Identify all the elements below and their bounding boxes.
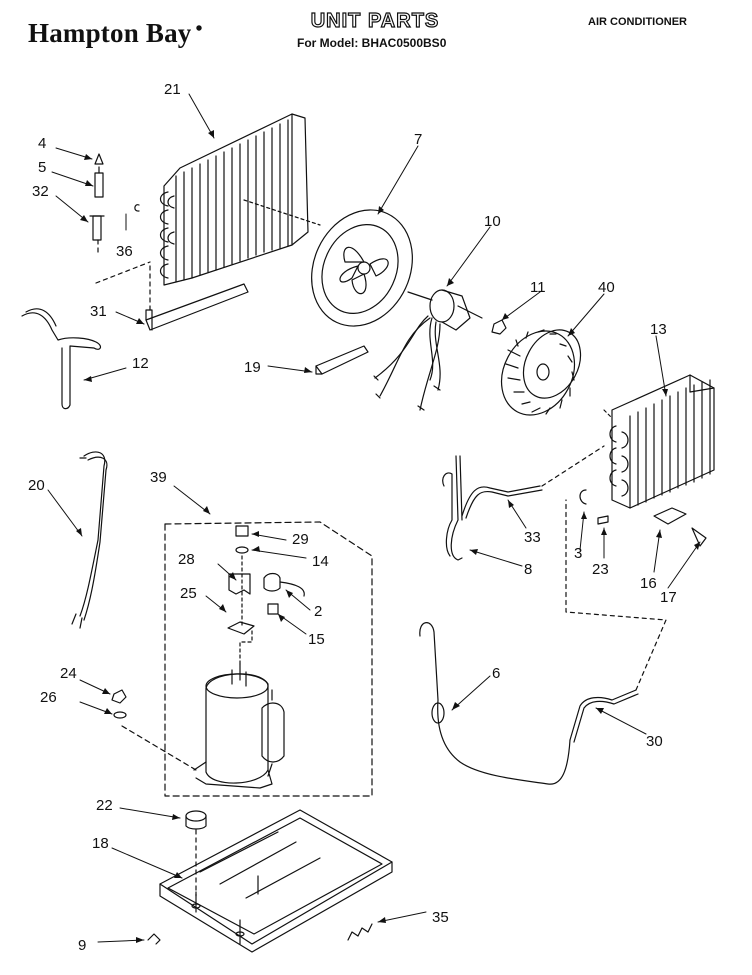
callout-5: 5 — [38, 159, 46, 176]
callout-6: 6 — [492, 665, 500, 682]
part-tube-33 — [461, 445, 605, 519]
part-tube-8 — [442, 455, 463, 561]
callout-23: 23 — [592, 561, 609, 578]
part-power-cord — [71, 451, 108, 629]
part-nut-11 — [491, 319, 507, 335]
callout-32: 32 — [32, 183, 49, 200]
part-compressor-hardware — [227, 525, 305, 635]
callout-25: 25 — [180, 585, 197, 602]
part-mount-hardware — [111, 689, 197, 771]
part-fan-blade-shroud — [311, 209, 413, 327]
part-heater-element — [315, 345, 369, 375]
callout-35: 35 — [432, 909, 449, 926]
callout-13: 13 — [650, 321, 667, 338]
part-base-pan — [159, 809, 393, 953]
callout-31: 31 — [90, 303, 107, 320]
callout-17: 17 — [660, 589, 677, 606]
part-clips — [147, 923, 373, 945]
callout-21: 21 — [164, 81, 181, 98]
part-capillary-tube — [419, 622, 571, 785]
part-fan-motor — [373, 289, 483, 411]
part-grommet — [185, 810, 207, 897]
part-tube-30 — [565, 499, 667, 743]
callout-4: 4 — [38, 135, 46, 152]
callout-24: 24 — [60, 665, 77, 682]
callout-11: 11 — [530, 279, 546, 296]
leader-arrowheads — [76, 130, 700, 943]
brand-name: Hampton Bay — [28, 18, 192, 48]
callout-10: 10 — [484, 213, 501, 230]
part-bracket-16-17 — [653, 507, 707, 547]
callout-29: 29 — [292, 531, 309, 548]
part-compressor — [193, 627, 285, 789]
callout-26: 26 — [40, 689, 57, 706]
callout-18: 18 — [92, 835, 109, 852]
part-drain-tube — [95, 261, 249, 331]
model-subtitle: For Model: BHAC0500BS0 — [297, 36, 447, 50]
callout-9: 9 — [78, 937, 86, 954]
category-label: AIR CONDITIONER — [588, 16, 687, 28]
callout-16: 16 — [640, 575, 657, 592]
callout-22: 22 — [96, 797, 113, 814]
callout-8: 8 — [524, 561, 532, 578]
part-blower-wheel — [500, 329, 582, 416]
part-evaporator-coil — [603, 374, 715, 509]
callout-12: 12 — [132, 355, 149, 372]
callout-15: 15 — [308, 631, 325, 648]
brand-dot: • — [195, 18, 203, 40]
callout-3: 3 — [574, 545, 582, 562]
callout-2: 2 — [314, 603, 322, 620]
brand-logo: Hampton Bay• — [28, 18, 203, 49]
callout-20: 20 — [28, 477, 45, 494]
callout-28: 28 — [178, 551, 195, 568]
page-title: UNIT PARTS — [310, 9, 440, 32]
part-clips-3-23 — [579, 489, 609, 525]
part-tube-12 — [21, 308, 102, 410]
callout-33: 33 — [524, 529, 541, 546]
callout-14: 14 — [312, 553, 329, 570]
callout-39: 39 — [150, 469, 167, 486]
callout-30: 30 — [646, 733, 663, 750]
callout-19: 19 — [244, 359, 261, 376]
part-thermistor-parts — [89, 153, 140, 257]
callout-40: 40 — [598, 279, 615, 296]
callout-7: 7 — [414, 131, 422, 148]
callout-36: 36 — [116, 243, 133, 260]
leader-lines — [47, 93, 701, 943]
part-compressor-assembly-box — [164, 521, 373, 797]
part-condenser-coil — [159, 113, 321, 286]
callout-labels: 4 5 32 36 21 7 10 11 40 13 31 12 19 20 3… — [28, 81, 677, 954]
